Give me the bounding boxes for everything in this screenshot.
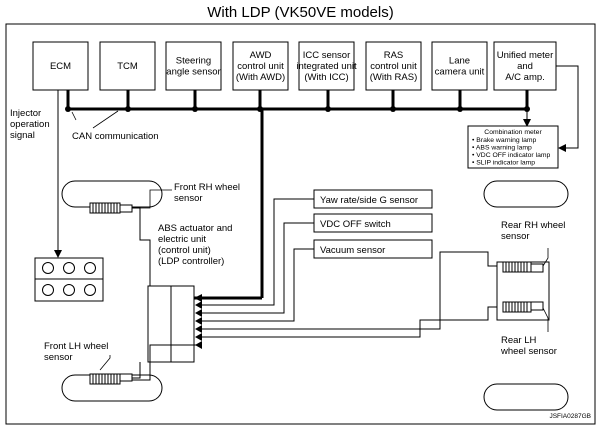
module-0-label-line-0: ECM: [50, 61, 71, 72]
combination-meter-title: Combination meter: [484, 129, 542, 136]
figure-code: JSFIA0287GB: [549, 413, 591, 420]
steering-angle-sensor-box: [165, 41, 222, 91]
abs-line-2: (control unit): [158, 245, 211, 256]
combination-meter-text: Combination meter• Brake warning lamp• A…: [472, 129, 551, 167]
combination-meter-item-1: • ABS warning lamp: [472, 145, 532, 152]
combination-meter-item-2: • VDC OFF indicator lamp: [472, 152, 551, 159]
front-rh-wheel-sensor: [89, 202, 133, 214]
abs-line-1: electric unit: [158, 234, 206, 245]
sensor-label-2: Vacuum sensor: [320, 245, 385, 256]
module-2-label-line-0: Steering: [176, 56, 211, 67]
module-2-label-line-1: angle sensor: [166, 67, 220, 78]
injector-signal-line-2: signal: [10, 130, 35, 141]
front-lh-line-0: Front LH wheel: [44, 341, 108, 352]
injector-signal-line-0: Injector: [10, 108, 41, 119]
module-3-label-line-2: (With AWD): [236, 72, 285, 83]
sensor-label-1: VDC OFF switch: [320, 219, 391, 230]
module-3-label-line-0: AWD: [250, 50, 272, 61]
module-4-label-line-0: ICC sensor: [303, 50, 351, 61]
front-rh-line-1: sensor: [174, 193, 203, 204]
module-4-label-line-2: (With ICC): [304, 72, 348, 83]
ecm-box: [32, 41, 89, 91]
module-5-label-line-2: (With RAS): [370, 72, 418, 83]
rear-rh-line-1: sensor: [501, 231, 530, 242]
module-5-label-line-1: control unit: [370, 61, 417, 72]
front-lh-wheel-sensor: [89, 373, 133, 385]
module-6-label-line-0: Lane: [449, 56, 470, 67]
module-3-label-line-1: control unit: [237, 61, 284, 72]
module-6-label-line-1: camera unit: [435, 67, 485, 78]
can-communication-label: CAN communication: [72, 131, 159, 142]
rear-rh-wheel-sensor: [502, 261, 544, 273]
combination-meter-item-0: • Brake warning lamp: [472, 137, 537, 144]
module-1-label-line-0: TCM: [117, 61, 138, 72]
rear-rh-line-0: Rear RH wheel: [501, 220, 565, 231]
rear-lh-line-1: wheel sensor: [500, 346, 557, 357]
diagram-title: With LDP (VK50VE models): [207, 4, 394, 21]
module-7-label-line-2: A/C amp.: [505, 72, 545, 83]
sensor-label-0: Yaw rate/side G sensor: [320, 195, 418, 206]
tcm-box: [99, 41, 156, 91]
lane-camera-unit-box: [431, 41, 488, 91]
module-4-label-line-1: integrated unit: [296, 61, 357, 72]
front-rh-line-0: Front RH wheel: [174, 182, 240, 193]
can-bus: [66, 90, 529, 300]
combination-meter-box: [467, 125, 559, 169]
rear-lh-line-0: Rear LH: [501, 335, 537, 346]
combination-meter-item-3: • SLIP indicator lamp: [472, 160, 535, 167]
rear-lh-wheel-sensor: [502, 301, 544, 313]
rear-rh-wheel: [483, 180, 569, 208]
abs-line-3: (LDP controller): [158, 256, 224, 267]
injector-signal-line-1: operation: [10, 119, 50, 130]
diagram-frame: [5, 23, 596, 425]
rear-lh-wheel: [483, 383, 569, 411]
module-7-label-line-0: Unified meter: [497, 50, 554, 61]
module-5-label-line-0: RAS: [384, 50, 404, 61]
module-7-label-line-1: and: [517, 61, 533, 72]
abs-line-0: ABS actuator and: [158, 223, 232, 234]
unified-meter-box: [493, 41, 557, 91]
front-lh-line-1: sensor: [44, 352, 73, 363]
